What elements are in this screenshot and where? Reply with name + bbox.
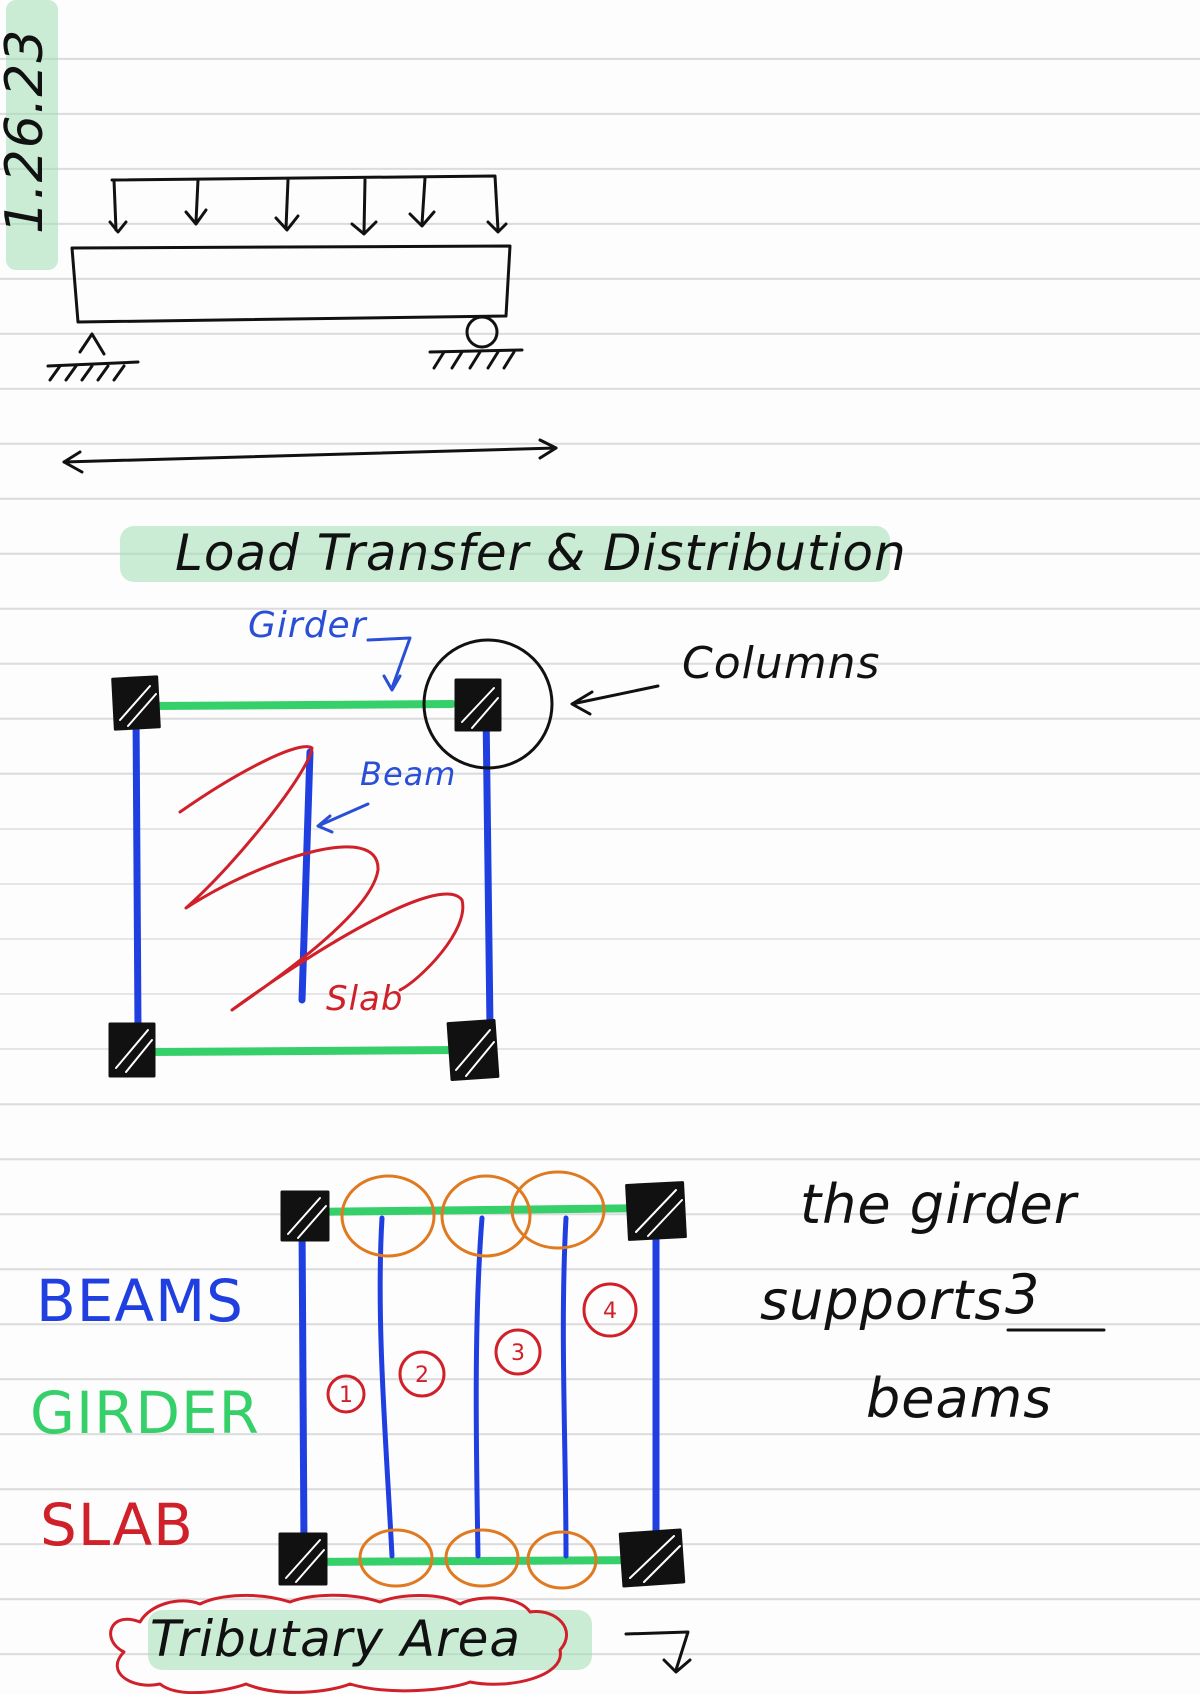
tributary-area-label: Tributary Area: [150, 1610, 521, 1668]
simple-beam-sketch: [46, 174, 558, 474]
page-title: Load Transfer & Distribution: [175, 524, 907, 582]
slab-panel-number: 1: [339, 1383, 353, 1408]
plan-three-beams-sketch: 1 2 3 4: [278, 1170, 1106, 1590]
slab-panel-number: 3: [511, 1341, 525, 1366]
date-highlight: [6, 0, 58, 270]
plan-one-beam-sketch: [108, 636, 660, 1082]
note-count: 3: [1005, 1263, 1041, 1326]
columns-label: Columns: [682, 638, 881, 689]
beam-label: Beam: [360, 755, 457, 793]
note-line-3: beams: [866, 1367, 1053, 1430]
note-line-1: the girder: [800, 1173, 1077, 1236]
tributary-cloud: [109, 1593, 568, 1694]
slab-panel-number: 2: [415, 1363, 429, 1388]
girder-label: Girder: [248, 605, 367, 646]
tributary-highlight: [148, 1610, 592, 1670]
legend-girder: GIRDER: [30, 1379, 260, 1447]
legend-slab: SLAB: [40, 1491, 194, 1559]
slab-panel-number: 4: [603, 1299, 617, 1324]
slab-label: Slab: [326, 979, 404, 1019]
note-line-2: supports: [760, 1269, 1004, 1332]
date-label: 1.26.23: [0, 28, 55, 234]
tributary-arrow: [624, 1630, 692, 1674]
legend-beams: BEAMS: [36, 1267, 244, 1335]
title-highlight: [120, 526, 890, 582]
